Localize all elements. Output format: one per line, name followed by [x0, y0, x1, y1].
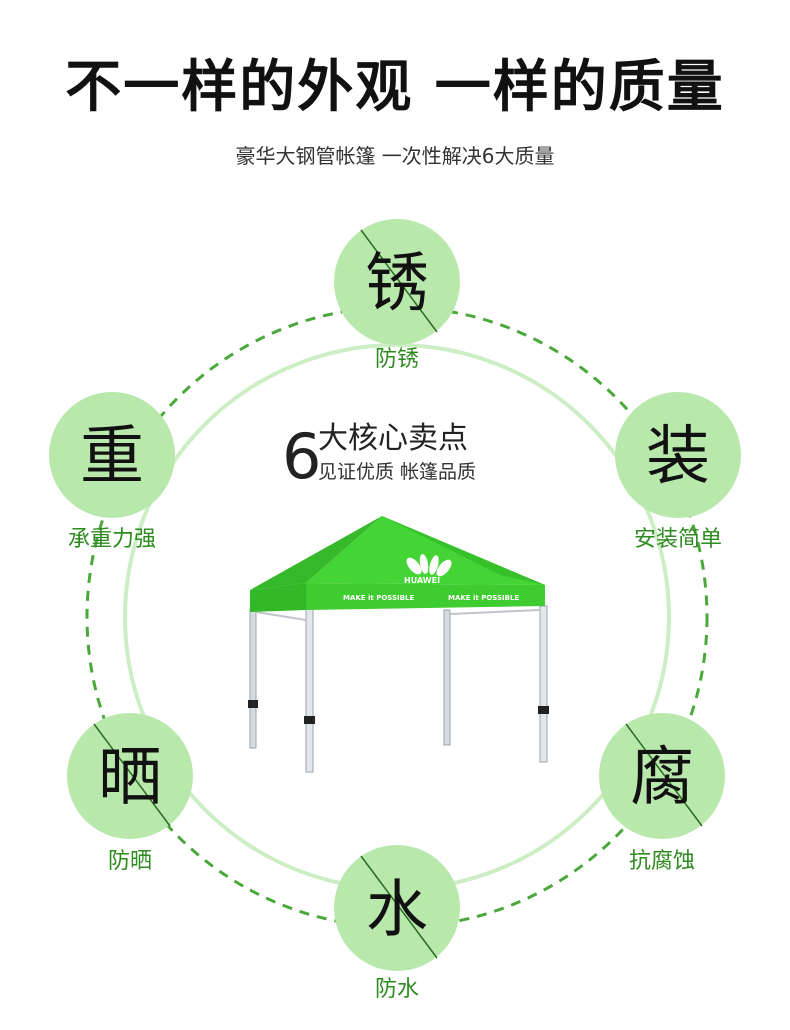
slash-line [360, 855, 438, 959]
tent-illustration: HUAWEI MAKE it POSSIBLE MAKE it POSSIBLE [248, 516, 549, 773]
tent-roof-left [250, 516, 382, 590]
center-text-group: 6 大核心卖点 见证优质 帐篷品质 [282, 420, 476, 493]
feature-character: 腐 [630, 741, 694, 815]
outer-dashed-ring [85, 305, 709, 929]
center-title: 大核心卖点 [318, 421, 468, 456]
huawei-logo-icon [406, 554, 452, 577]
tent-leg-front-right [539, 605, 548, 763]
feature-sun-proof: 晒防晒 [67, 713, 193, 874]
leg-clamp [304, 716, 315, 724]
feature-label: 防锈 [375, 347, 419, 372]
slash-line [93, 723, 171, 827]
feature-label: 安装简单 [634, 527, 722, 552]
feature-label: 承重力强 [68, 527, 156, 552]
center-caption: 见证优质 帐篷品质 [318, 461, 476, 483]
tent-roof-front [306, 516, 545, 585]
feature-circle [67, 713, 193, 839]
tent-valance-left [250, 583, 306, 612]
feature-rust-proof: 锈防锈 [334, 219, 460, 372]
leg-clamp [248, 700, 258, 708]
tent-slogan-text-2: MAKE it POSSIBLE [448, 594, 519, 602]
slash-line [625, 723, 703, 827]
headline: 不一样的外观 一样的质量 [65, 55, 725, 120]
feature-character: 锈 [365, 247, 429, 321]
subheadline: 豪华大钢管帐篷 一次性解决6大质量 [235, 144, 555, 168]
feature-character: 重 [80, 420, 144, 494]
tent-leg-back-left [249, 607, 257, 749]
tent-brand-text: HUAWEI [404, 576, 440, 585]
feature-circle [615, 392, 741, 518]
tent-leg-back-right [443, 609, 451, 746]
feature-circle [599, 713, 725, 839]
feature-circle [49, 392, 175, 518]
slash-line [360, 229, 438, 333]
tent-valance-front [306, 583, 545, 610]
center-number: 6 [282, 420, 321, 493]
feature-character: 装 [646, 420, 710, 494]
leg-clamp [538, 706, 549, 714]
feature-waterproof: 水防水 [334, 845, 460, 1002]
feature-circle [334, 219, 460, 345]
tent-leg-front-left [305, 607, 314, 773]
tent-roof-right [382, 516, 545, 585]
tent-slogan-text: MAKE it POSSIBLE [343, 594, 414, 602]
feature-label: 抗腐蚀 [629, 849, 695, 874]
feature-circle [334, 845, 460, 971]
feature-label: 防水 [375, 977, 419, 1002]
feature-character: 晒 [98, 741, 162, 815]
feature-character: 水 [366, 872, 428, 945]
feature-label: 防晒 [108, 849, 152, 874]
